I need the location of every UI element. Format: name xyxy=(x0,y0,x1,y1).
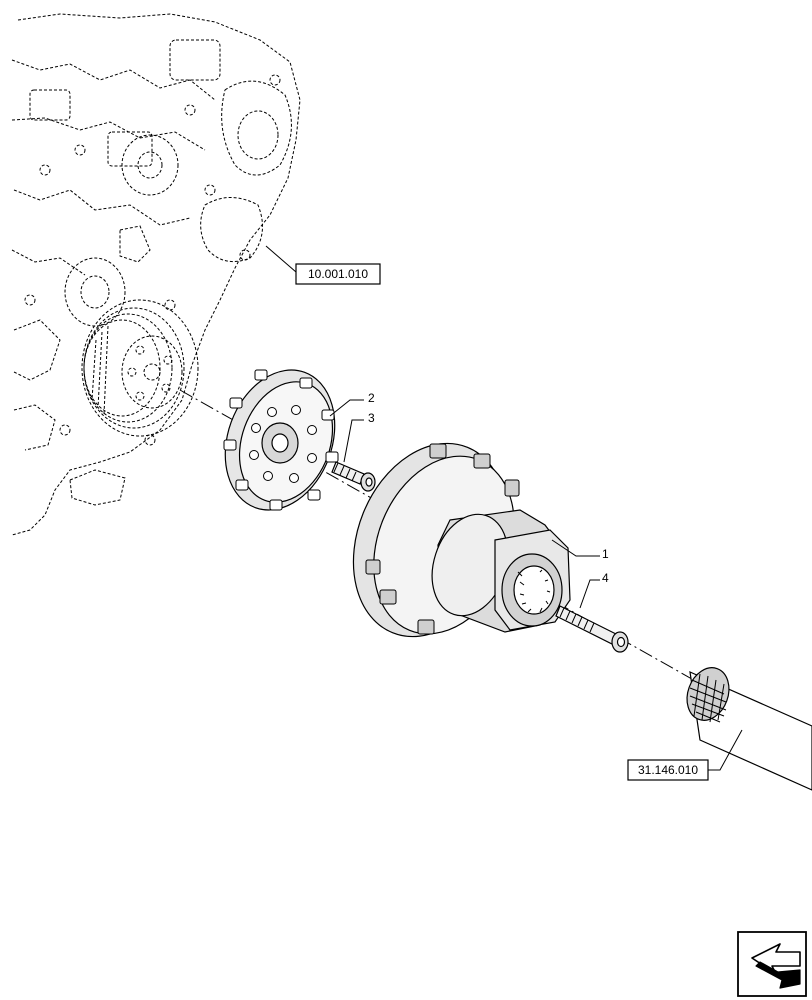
return-arrow-icon[interactable] xyxy=(737,931,807,997)
shaft-reference-callout[interactable]: 31.146.010 xyxy=(627,729,743,781)
callout-4: 4 xyxy=(579,571,609,609)
crankshaft-pulley-phantom xyxy=(81,299,199,437)
callout-4-number: 4 xyxy=(602,571,609,585)
engine-phantom-outline xyxy=(11,13,301,536)
shaft-reference-label: 31.146.010 xyxy=(638,763,698,777)
plate-bolt xyxy=(331,461,376,492)
callout-3: 3 xyxy=(343,411,375,463)
coupling-housing xyxy=(352,442,571,638)
splined-shaft xyxy=(686,667,812,791)
callout-2-number: 2 xyxy=(368,391,375,405)
callout-1-number: 1 xyxy=(602,547,609,561)
callout-3-number: 3 xyxy=(368,411,375,425)
callout-2: 2 xyxy=(329,391,375,417)
hub-bolt xyxy=(555,605,629,653)
drive-plate xyxy=(223,369,339,511)
engine-reference-callout[interactable]: 10.001.010 xyxy=(265,245,381,285)
callout-1: 1 xyxy=(551,539,609,561)
engine-reference-label: 10.001.010 xyxy=(308,267,368,281)
